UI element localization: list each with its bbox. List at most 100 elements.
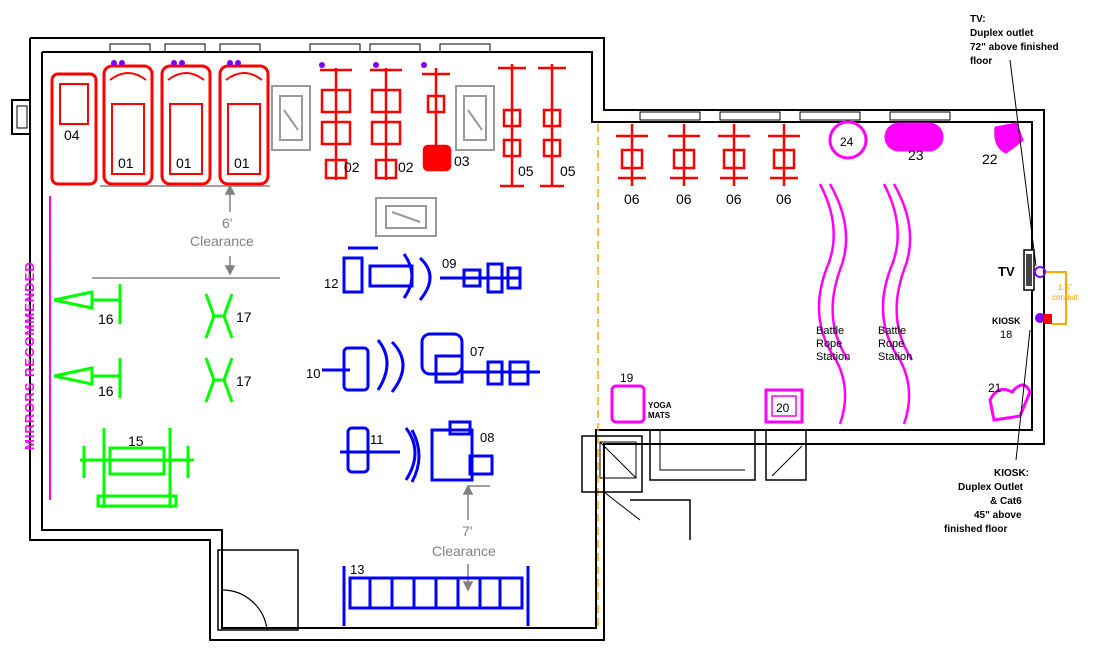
label-06-a: 06 bbox=[624, 191, 640, 207]
label-05-a: 05 bbox=[518, 163, 534, 179]
equipment-21-shape bbox=[988, 383, 1032, 422]
clearance-dimensions bbox=[92, 184, 490, 592]
battle-rope-b-line2: Rope bbox=[878, 338, 904, 350]
equipment-04-shape bbox=[50, 72, 98, 186]
battle-rope-b bbox=[881, 183, 911, 425]
battle-rope-a-line3: Station bbox=[816, 351, 850, 363]
label-01-c: 01 bbox=[234, 155, 250, 171]
kiosk-note-line1: KIOSK: bbox=[994, 468, 1029, 479]
label-06-c: 06 bbox=[726, 191, 742, 207]
label-16-a: 16 bbox=[98, 311, 114, 327]
cardio-equipment bbox=[50, 64, 800, 188]
label-07: 07 bbox=[470, 344, 484, 359]
label-18: 18 bbox=[1000, 329, 1012, 341]
functional-equipment bbox=[49, 120, 1032, 500]
equipment-16-bench-a bbox=[53, 284, 122, 324]
label-17-b: 17 bbox=[236, 373, 252, 389]
equipment-19-shape bbox=[610, 384, 646, 424]
label-10: 10 bbox=[306, 366, 320, 381]
existing-equipment bbox=[271, 85, 495, 237]
tv-label: TV bbox=[998, 264, 1015, 279]
label-17-a: 17 bbox=[236, 309, 252, 325]
tv-note-line1: TV: bbox=[970, 14, 986, 25]
equipment-09-shape bbox=[418, 256, 522, 301]
tv-note-line3: 72" above finished bbox=[970, 42, 1059, 53]
equipment-03-bike bbox=[422, 68, 452, 172]
equipment-02-elliptical-b bbox=[370, 68, 402, 180]
yoga-mats-line1: YOGA bbox=[648, 401, 672, 410]
equipment-01-treadmill-c bbox=[218, 64, 270, 186]
label-22: 22 bbox=[982, 151, 998, 167]
tv-kiosk-connections bbox=[1009, 59, 1067, 461]
annotation-text: MIRRORS RECOMMENDED 6' Clearance 7' Clea… bbox=[22, 14, 1079, 559]
equipment-07-shape bbox=[420, 332, 540, 386]
equipment-01-treadmill-a bbox=[102, 64, 154, 186]
label-06-b: 06 bbox=[676, 191, 692, 207]
equipment-17-rack-a bbox=[204, 293, 234, 339]
equipment-08-shape bbox=[410, 420, 494, 483]
label-03: 03 bbox=[454, 153, 470, 169]
clearance-top-dim: 6' bbox=[222, 215, 232, 231]
label-23: 23 bbox=[908, 147, 924, 163]
equipment-06-unit-c bbox=[718, 124, 750, 186]
label-24: 24 bbox=[840, 135, 854, 149]
kiosk-note-line5: finished floor bbox=[944, 524, 1007, 535]
mirrors-recommended: MIRRORS RECOMMENDED bbox=[22, 261, 37, 450]
tv-fixture bbox=[1023, 249, 1035, 291]
equipment-24-circle bbox=[828, 120, 868, 160]
conduit-line2: conduit bbox=[1052, 293, 1079, 302]
label-21: 21 bbox=[988, 381, 1002, 395]
free-weight-equipment bbox=[53, 284, 234, 508]
tv-note-line4: floor bbox=[970, 56, 992, 67]
label-05-b: 05 bbox=[560, 163, 576, 179]
clearance-top-word: Clearance bbox=[190, 233, 254, 249]
equipment-05-unit-b bbox=[538, 64, 566, 188]
yoga-mats-line2: MATS bbox=[648, 411, 671, 420]
label-20: 20 bbox=[776, 401, 790, 415]
battle-rope-a-line2: Rope bbox=[816, 338, 842, 350]
equipment-06-unit-d bbox=[768, 124, 800, 186]
equipment-05-unit-a bbox=[498, 64, 526, 188]
walls bbox=[11, 37, 1045, 641]
label-02-b: 02 bbox=[398, 159, 414, 175]
equipment-06-unit-b bbox=[668, 124, 700, 186]
equipment-17-rack-b bbox=[204, 357, 234, 403]
tv-note-line2: Duplex outlet bbox=[970, 28, 1034, 39]
equipment-16-bench-b bbox=[53, 358, 122, 398]
label-09: 09 bbox=[442, 256, 456, 271]
power-outlet-markers bbox=[111, 60, 427, 68]
label-12: 12 bbox=[324, 276, 338, 291]
equipment-20-shape bbox=[764, 388, 804, 424]
kiosk-label: KIOSK bbox=[992, 316, 1021, 326]
equipment-10-shape bbox=[322, 339, 405, 393]
label-01-a: 01 bbox=[118, 155, 134, 171]
clearance-bottom-dim: 7' bbox=[462, 523, 472, 539]
label-04: 04 bbox=[64, 127, 80, 143]
label-15: 15 bbox=[128, 433, 144, 449]
battle-rope-a bbox=[817, 183, 847, 425]
clearance-bottom-word: Clearance bbox=[432, 543, 496, 559]
equipment-23-shape bbox=[884, 122, 944, 152]
strength-equipment bbox=[322, 246, 540, 626]
battle-rope-b-line1: Battle bbox=[878, 325, 906, 337]
kiosk-note-line2: Duplex Outlet bbox=[958, 482, 1024, 493]
kiosk-note-line3: & Cat6 bbox=[990, 496, 1022, 507]
label-19: 19 bbox=[620, 371, 634, 385]
label-01-b: 01 bbox=[176, 155, 192, 171]
label-02-a: 02 bbox=[344, 159, 360, 175]
kiosk-note-line4: 45" above bbox=[974, 510, 1022, 521]
equipment-13-shape bbox=[342, 566, 530, 626]
label-11: 11 bbox=[370, 432, 384, 447]
equipment-11-shape bbox=[340, 426, 417, 481]
equipment-02-elliptical-a bbox=[320, 68, 352, 180]
conduit-line1: 1.5" bbox=[1058, 283, 1072, 292]
battle-rope-b-line3: Station bbox=[878, 351, 912, 363]
label-06-d: 06 bbox=[776, 191, 792, 207]
equipment-06-unit-a bbox=[616, 124, 648, 186]
label-08: 08 bbox=[480, 430, 494, 445]
equipment-01-treadmill-b bbox=[160, 64, 212, 186]
battle-rope-a-line1: Battle bbox=[816, 325, 844, 337]
equipment-12-shape bbox=[342, 246, 414, 299]
equipment-number-labels: 04 01 01 01 02 02 03 05 05 06 06 06 06 2… bbox=[64, 127, 1012, 577]
